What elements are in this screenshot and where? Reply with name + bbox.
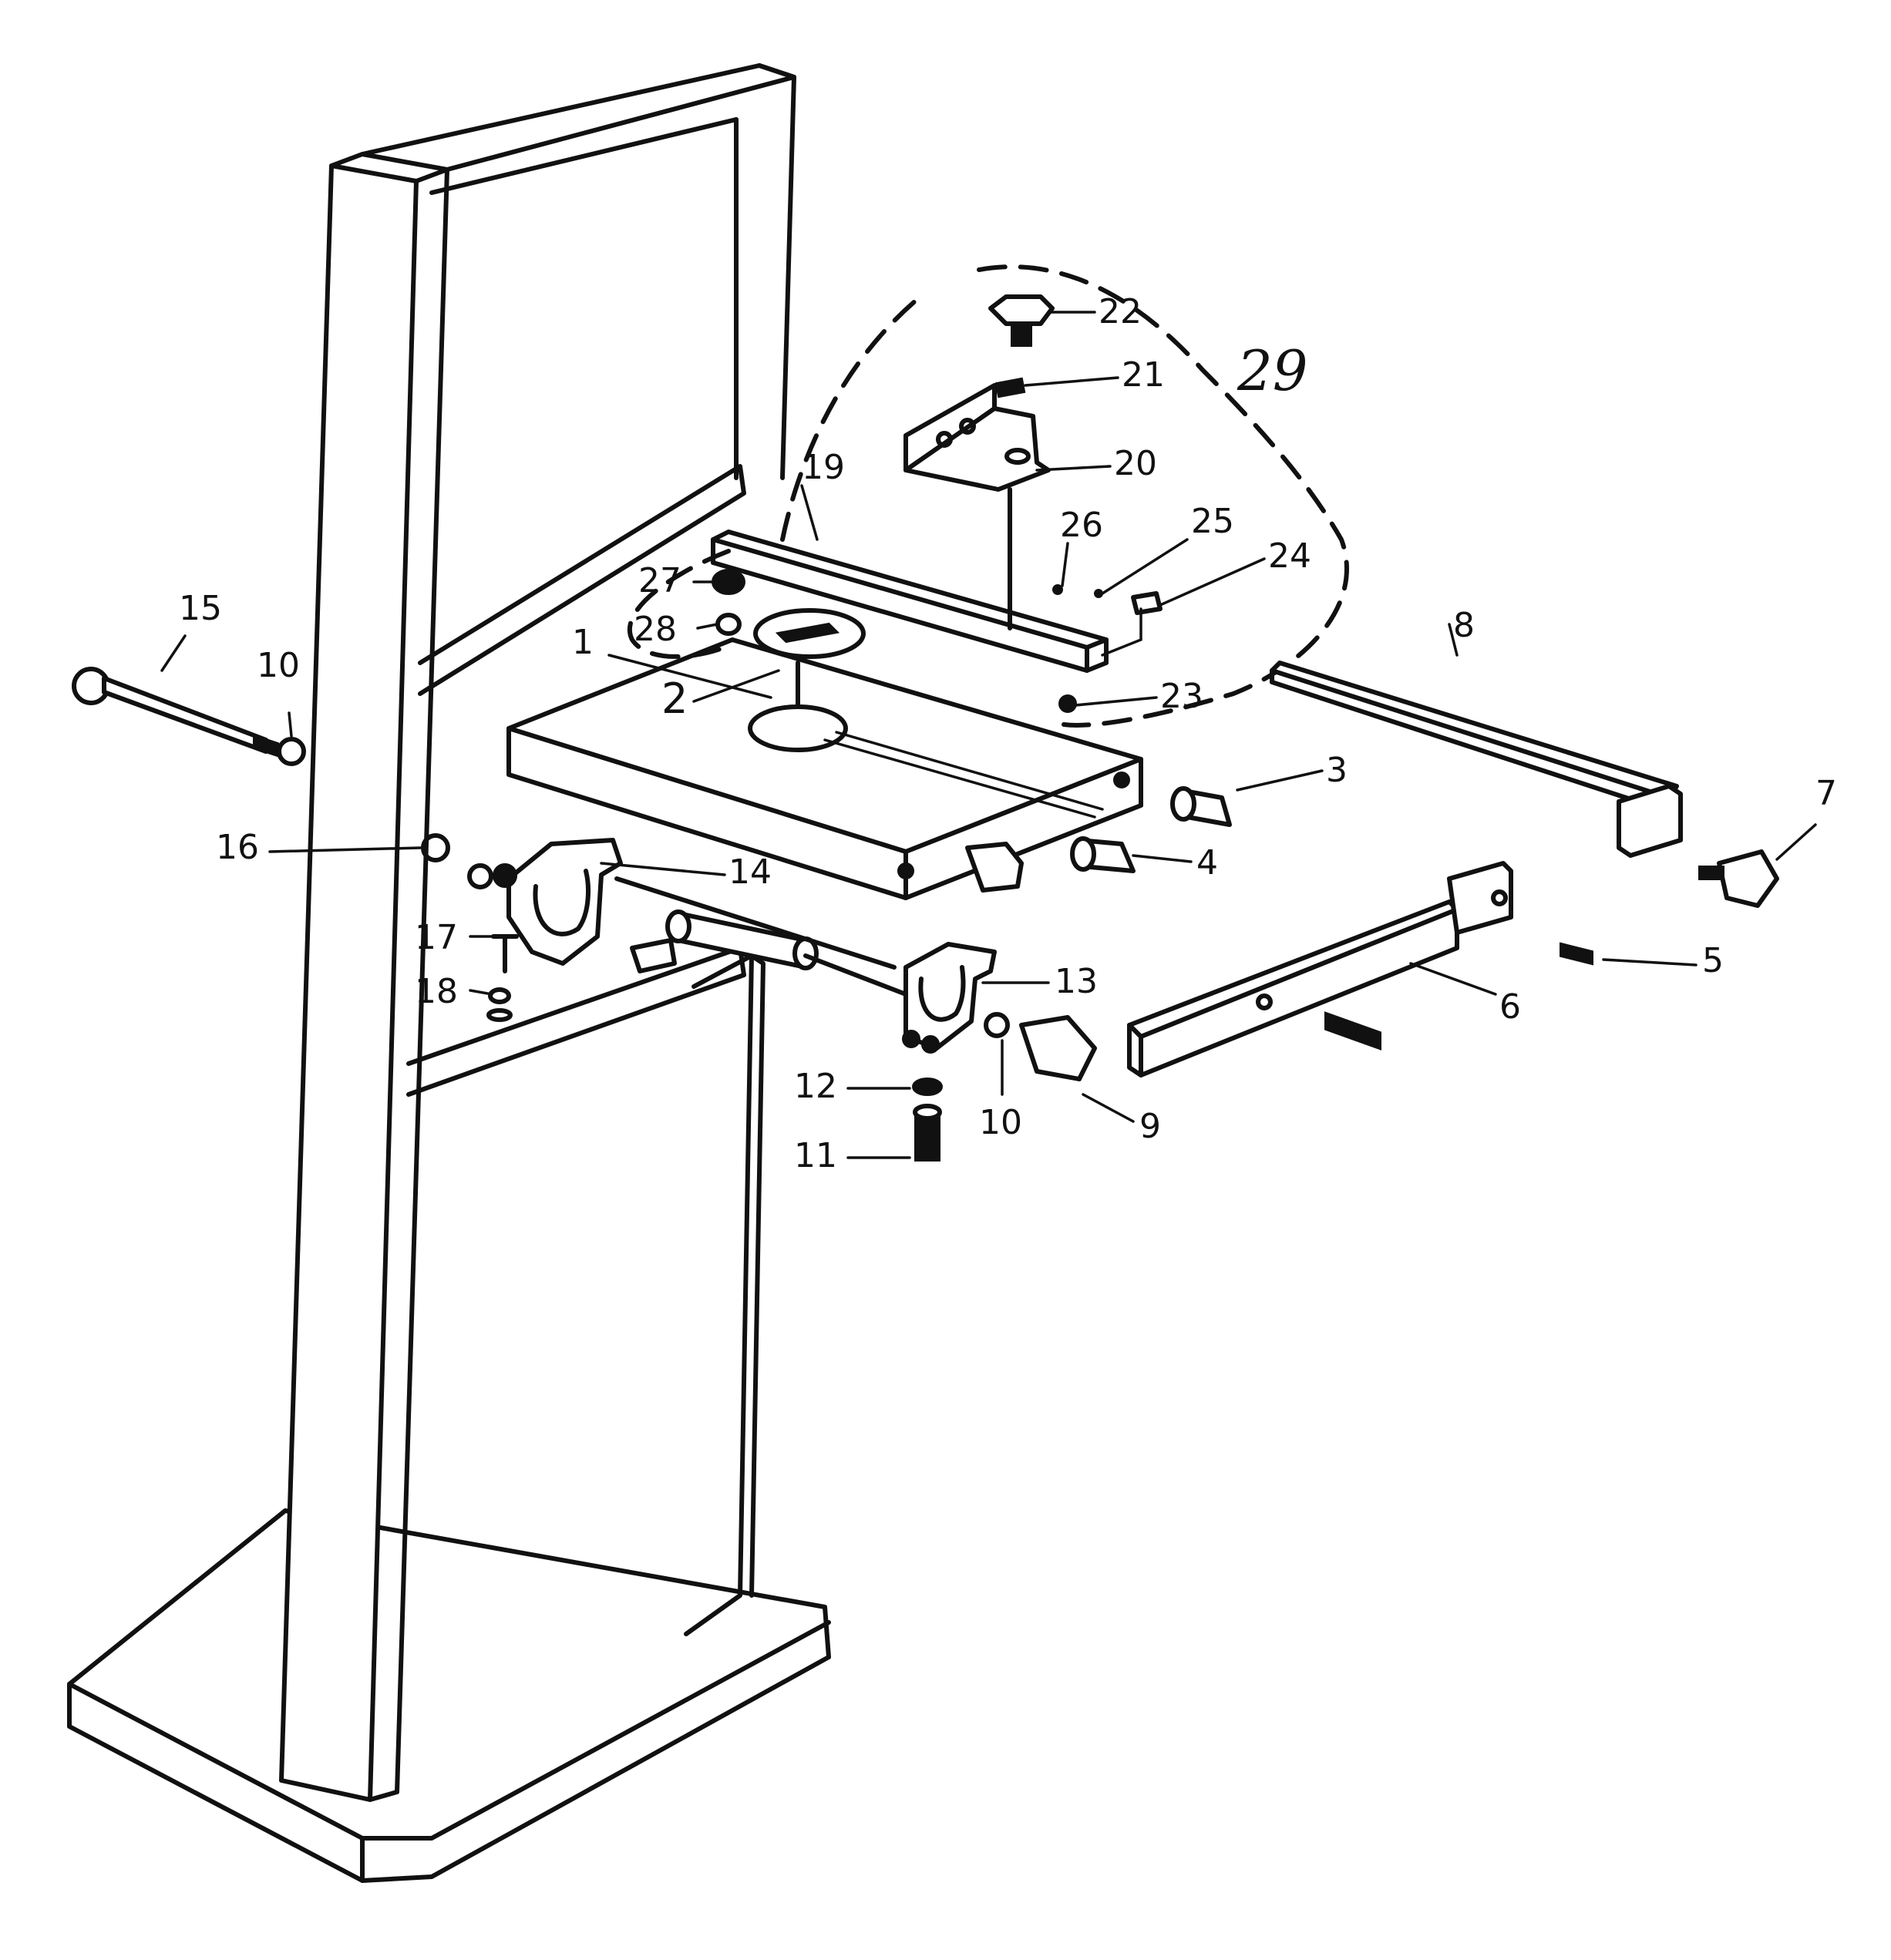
callout-12: 12: [794, 1067, 837, 1106]
callout-28: 28: [634, 610, 677, 649]
callout-9: 9: [1139, 1107, 1161, 1146]
callout-22: 22: [1099, 292, 1142, 331]
callout-26: 26: [1060, 506, 1103, 545]
table-insert: [753, 608, 866, 708]
rail-6: [1127, 861, 1593, 1077]
knob-9: [1019, 1015, 1097, 1081]
saw-frame: [67, 63, 831, 1883]
callout-25: 25: [1191, 502, 1234, 541]
callout-10-washer: 10: [257, 646, 300, 685]
trunnions: [506, 838, 997, 1054]
frame-base: [67, 1508, 831, 1883]
callout-29: 29: [1237, 338, 1308, 403]
callout-7: 7: [1815, 774, 1837, 813]
assembly-group-outline: [628, 264, 1349, 728]
callout-10-knob-washer: 10: [979, 1103, 1022, 1142]
knobs: [965, 786, 1779, 1081]
bolts-11-12: [912, 1077, 943, 1162]
fence-bar: [711, 530, 1109, 673]
small-hardware: [1052, 584, 1163, 713]
rod-15: [72, 667, 306, 766]
callout-6: 6: [1499, 987, 1521, 1027]
callout-14: 14: [728, 852, 772, 892]
callout-18: 18: [415, 972, 458, 1011]
callout-13: 13: [1055, 962, 1098, 1001]
rail-8: [1270, 661, 1683, 858]
callout-3: 3: [1326, 751, 1348, 790]
table-insert-hole: [748, 704, 848, 752]
callout-19: 19: [802, 448, 845, 487]
pin-17-18: [486, 934, 519, 1022]
leader-lines: [160, 311, 1817, 1159]
callout-1: 1: [572, 623, 594, 662]
callout-15: 15: [179, 589, 222, 628]
callout-23: 23: [1160, 677, 1203, 716]
callout-8: 8: [1453, 606, 1475, 645]
callout-2: 2: [661, 674, 688, 723]
callout-21: 21: [1122, 355, 1165, 395]
bracket-plate: [903, 406, 1051, 492]
callout-16: 16: [216, 828, 259, 867]
callout-20: 20: [1114, 444, 1157, 483]
callout-27: 27: [638, 561, 681, 600]
trunnion-14: [506, 838, 623, 966]
callout-24: 24: [1268, 536, 1311, 576]
callout-17: 17: [415, 918, 458, 957]
spring: [994, 377, 1026, 398]
knob-22: [988, 294, 1055, 326]
trunnion-support: [421, 833, 908, 997]
guard-assembly: [903, 294, 1055, 630]
callout-5: 5: [1702, 941, 1724, 980]
callout-4: 4: [1196, 843, 1218, 883]
callout-11: 11: [794, 1136, 837, 1175]
knob-7: [1717, 849, 1779, 908]
